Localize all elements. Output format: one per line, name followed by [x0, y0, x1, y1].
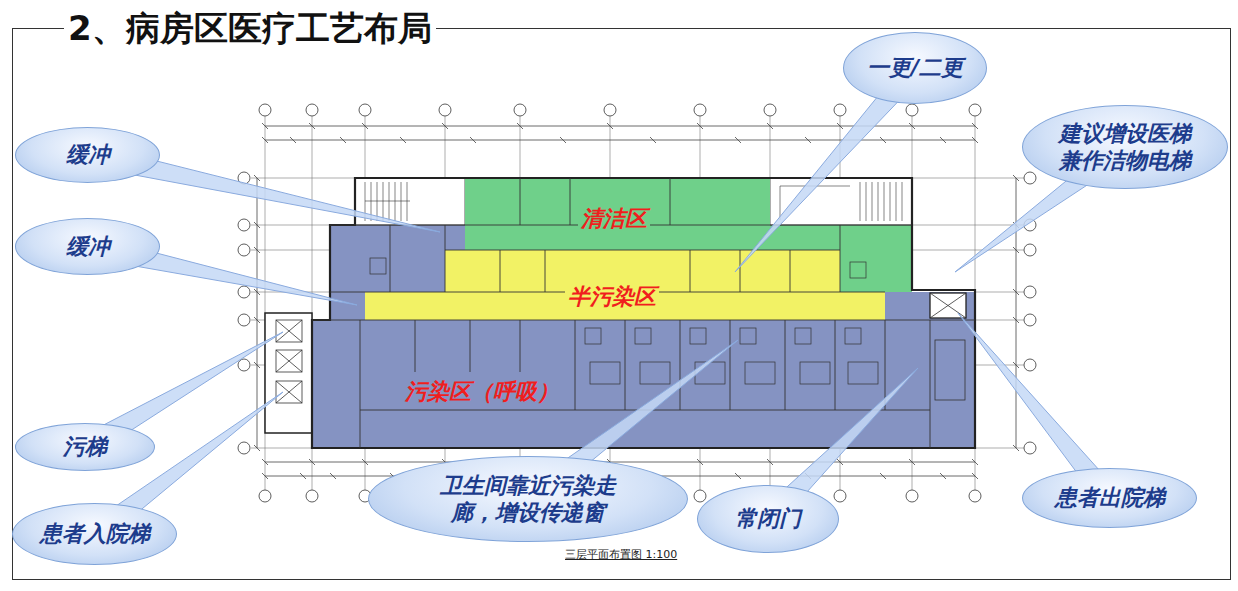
callout-body: 一更/二更 — [867, 54, 963, 82]
plan-caption: 三层平面布置图 1:100 — [563, 547, 679, 562]
callout-ellipse: 常闭门 — [697, 485, 839, 553]
caption-block: 三层平面布置图 1:100 — [563, 543, 679, 562]
callout-body: 卫生间靠近污染走廊，增设传递窗 — [436, 472, 621, 527]
callout-ellipse: 建议增设医梯兼作洁物电梯 — [1022, 105, 1228, 189]
callout-body: 患者出院梯 — [1055, 484, 1165, 512]
callout-ellipse: 污梯 — [15, 423, 155, 471]
callout-ellipse: 一更/二更 — [843, 32, 986, 104]
zone-band: 半污染区 — [445, 250, 840, 320]
callout-ellipse: 缓冲 — [15, 127, 160, 183]
callout-text: 卫生间靠近污染走廊，增设传递窗 — [436, 472, 621, 527]
page-title: 2、病房区医疗工艺布局 — [64, 8, 436, 49]
callout-ellipse: 缓冲 — [15, 218, 160, 275]
callout-body: 缓冲 — [66, 141, 110, 169]
callout-text: 缓冲 — [66, 233, 110, 261]
zone-label: 半污染区 — [565, 284, 659, 310]
callout-text: 常闭门 — [735, 505, 801, 533]
callout-text: 缓冲 — [66, 141, 110, 169]
zone-label: 清洁区 — [578, 206, 650, 232]
callout-text: 患者出院梯 — [1055, 484, 1165, 512]
zone-label: 污染区（呼吸） — [402, 379, 562, 405]
callout-ellipse: 卫生间靠近污染走廊，增设传递窗 — [368, 456, 688, 542]
callout-text: 建议增设医梯兼作洁物电梯 — [1055, 120, 1195, 175]
callout-ellipse: 患者入院梯 — [12, 503, 177, 565]
callout-body: 建议增设医梯兼作洁物电梯 — [1055, 120, 1195, 175]
callout-body: 缓冲 — [66, 233, 110, 261]
zone-band: 清洁区 — [465, 178, 770, 250]
title-block: 2、病房区医疗工艺布局 — [64, 8, 436, 49]
callout-body: 患者入院梯 — [40, 520, 150, 548]
callout-body: 常闭门 — [735, 505, 801, 533]
callout-text: 患者入院梯 — [40, 520, 150, 548]
callout-text: 一更/二更 — [867, 54, 963, 82]
callout-text: 污梯 — [63, 433, 107, 461]
callout-body: 污梯 — [63, 433, 107, 461]
callout-ellipse: 患者出院梯 — [1022, 468, 1197, 528]
